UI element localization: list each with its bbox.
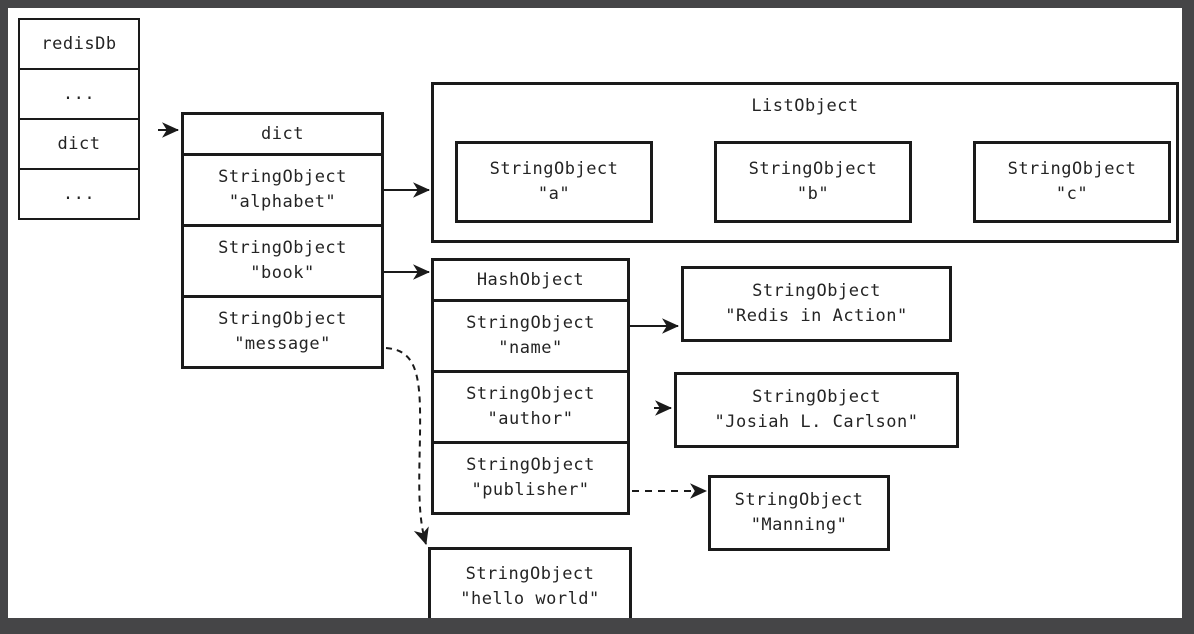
hash-value-type: StringObject — [752, 281, 881, 302]
dict-key-value: "book" — [250, 263, 315, 283]
hash-value-text: "Redis in Action" — [725, 306, 908, 326]
message-value-type: StringObject — [465, 563, 595, 584]
dict-key-type: StringObject — [218, 238, 347, 259]
list-item-type: StringObject — [1007, 159, 1137, 180]
dict-key-book[interactable]: StringObject "book" — [181, 224, 384, 298]
list-item-c[interactable]: StringObject "c" — [973, 141, 1171, 223]
hash-object-header: HashObject — [431, 258, 630, 302]
dict-key-type: StringObject — [218, 167, 347, 188]
redisdb-row-ellipsis-bottom: ... — [18, 168, 140, 220]
hash-field-value: "name" — [498, 338, 563, 358]
list-item-type: StringObject — [489, 159, 619, 180]
dict-key-value: "alphabet" — [228, 192, 337, 212]
hash-field-name[interactable]: StringObject "name" — [431, 299, 630, 373]
redisdb-row-dict[interactable]: dict — [18, 118, 140, 170]
list-object-title: ListObject — [751, 96, 859, 116]
dict-header: dict — [181, 112, 384, 156]
list-item-b[interactable]: StringObject "b" — [714, 141, 912, 223]
hash-value-publisher[interactable]: StringObject "Manning" — [708, 475, 890, 551]
hash-value-title[interactable]: StringObject "Redis in Action" — [681, 266, 952, 342]
hash-field-value: "publisher" — [471, 480, 590, 500]
hash-field-type: StringObject — [466, 313, 595, 334]
redisdb-row-ellipsis-top: ... — [18, 68, 140, 120]
diagram-canvas: redisDb ... dict ... dict StringObject "… — [8, 8, 1182, 618]
redisdb-row-label: ... — [62, 183, 96, 204]
arrow-message-to-hello-world — [385, 347, 429, 545]
hash-field-type: StringObject — [466, 455, 595, 476]
list-item-value: "c" — [1055, 184, 1089, 204]
message-value-box[interactable]: StringObject "hello world" — [428, 547, 632, 618]
redisdb-row-label: ... — [62, 83, 96, 104]
hash-value-author[interactable]: StringObject "Josiah L. Carlson" — [674, 372, 959, 448]
dict-key-message[interactable]: StringObject "message" — [181, 295, 384, 369]
redisdb-header-label: redisDb — [41, 33, 117, 54]
redisdb-header: redisDb — [18, 18, 140, 70]
list-item-type: StringObject — [748, 159, 878, 180]
list-item-value: "a" — [537, 184, 571, 204]
hash-object-header-label: HashObject — [476, 269, 585, 290]
dict-key-alphabet[interactable]: StringObject "alphabet" — [181, 153, 384, 227]
hash-field-type: StringObject — [466, 384, 595, 405]
message-value-text: "hello world" — [460, 588, 600, 609]
list-item-a[interactable]: StringObject "a" — [455, 141, 653, 223]
hash-field-author[interactable]: StringObject "author" — [431, 370, 630, 444]
dict-key-type: StringObject — [218, 309, 347, 330]
hash-value-text: "Josiah L. Carlson" — [714, 412, 919, 432]
dict-header-label: dict — [261, 123, 304, 144]
dict-key-value: "message" — [234, 334, 331, 354]
hash-value-type: StringObject — [752, 387, 881, 408]
redisdb-row-label: dict — [57, 133, 101, 154]
list-item-value: "b" — [796, 184, 830, 204]
hash-field-value: "author" — [487, 409, 574, 429]
hash-value-text: "Manning" — [750, 515, 848, 535]
hash-value-type: StringObject — [734, 490, 864, 511]
hash-field-publisher[interactable]: StringObject "publisher" — [431, 441, 630, 515]
